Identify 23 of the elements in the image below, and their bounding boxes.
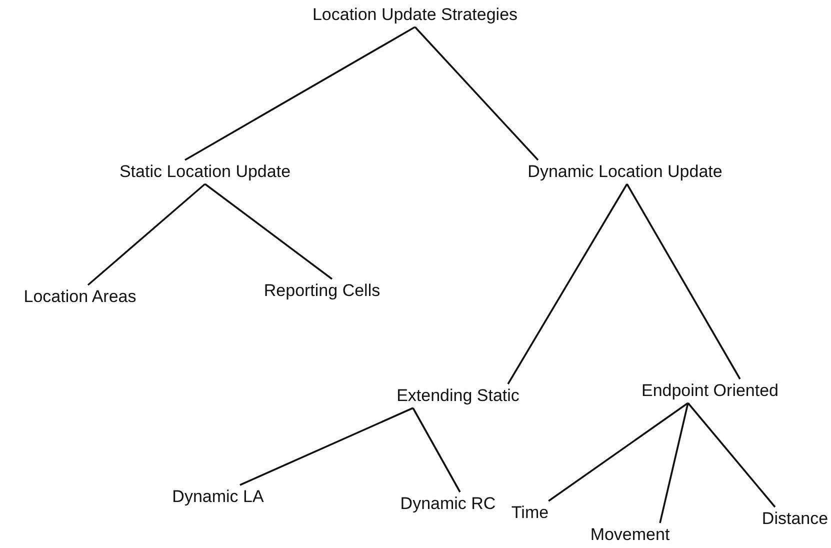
node-label: Extending Static [396,386,520,406]
connector-line [414,26,539,161]
node-label: Time [511,503,549,523]
node-label: Movement [590,525,670,545]
connector-line [240,407,414,486]
connector-line [626,184,741,380]
connector-line [204,183,333,280]
node-label: Dynamic LA [172,487,264,507]
node-label: Endpoint Oriented [641,381,779,401]
connector-line [87,183,206,286]
connector-line [507,184,628,384]
node-label: Dynamic Location Update [528,162,722,182]
connector-line [184,26,416,161]
node-label: Location Update Strategies [312,5,518,25]
connector-line [412,408,461,492]
node-label: Location Areas [24,287,136,307]
node-label: Static Location Update [119,162,291,182]
node-label: Distance [762,509,828,529]
connector-line [659,402,689,524]
connector-line [687,402,776,508]
node-label: Dynamic RC [400,494,496,514]
node-label: Reporting Cells [264,281,380,301]
connector-line [548,402,689,502]
